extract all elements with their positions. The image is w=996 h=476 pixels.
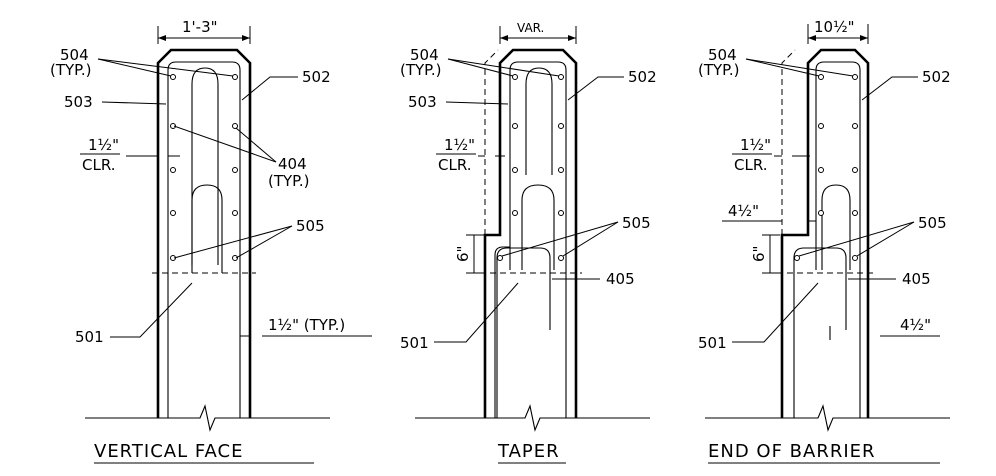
label-405: 405 bbox=[606, 270, 635, 288]
label-504-typ: (TYP.) bbox=[50, 61, 92, 79]
detail-taper: VAR. 504 (TYP.) 503 502 1½" CLR. 6" 505 … bbox=[400, 21, 657, 464]
detail-vertical-face: 1'-3" 504 (TYP.) 503 502 1½" CLR. 404 (T… bbox=[50, 18, 372, 464]
label-504: 504 bbox=[60, 46, 89, 64]
hoop-504 bbox=[525, 67, 553, 175]
bar-405 bbox=[496, 247, 551, 418]
title-vertical-face: VERTICAL FACE bbox=[94, 441, 243, 462]
longitudinal-bars bbox=[170, 74, 238, 261]
label-clr: CLR. bbox=[438, 156, 472, 174]
label-404: 404 bbox=[278, 155, 307, 173]
label-501: 501 bbox=[400, 334, 429, 352]
label-503: 503 bbox=[408, 93, 437, 111]
label-clr-value: 1½" bbox=[88, 136, 119, 154]
label-501: 501 bbox=[698, 334, 727, 352]
ground-line bbox=[705, 404, 950, 432]
hoop-505 bbox=[821, 184, 851, 270]
barrier-outline bbox=[780, 48, 870, 418]
label-504-typ: (TYP.) bbox=[400, 61, 442, 79]
hoop-504 bbox=[191, 67, 219, 265]
bar-405 bbox=[793, 247, 847, 418]
label-504-typ: (TYP.) bbox=[698, 61, 740, 79]
label-cover-typ: 1½" (TYP.) bbox=[268, 316, 345, 334]
label-clr-value: 1½" bbox=[740, 136, 771, 154]
label-501: 501 bbox=[75, 328, 104, 346]
label-503: 503 bbox=[64, 93, 93, 111]
label-clr: CLR. bbox=[82, 156, 116, 174]
label-6in: 6" bbox=[750, 246, 768, 262]
barrier-outline bbox=[156, 48, 252, 418]
longitudinal-bars bbox=[497, 74, 564, 261]
stirrup-502 bbox=[815, 61, 861, 418]
label-502: 502 bbox=[628, 68, 657, 86]
label-505: 505 bbox=[622, 214, 651, 232]
hoop-505 bbox=[191, 184, 223, 273]
label-505: 505 bbox=[918, 214, 947, 232]
label-clr-value: 1½" bbox=[444, 136, 475, 154]
label-502: 502 bbox=[302, 68, 331, 86]
label-clr: CLR. bbox=[734, 156, 768, 174]
label-405: 405 bbox=[902, 270, 931, 288]
stirrup-502 bbox=[509, 61, 567, 418]
longitudinal-bars bbox=[794, 74, 858, 261]
label-502: 502 bbox=[922, 68, 951, 86]
hoop-505 bbox=[521, 184, 555, 270]
label-4-half-b: 4½" bbox=[900, 316, 931, 334]
label-504: 504 bbox=[708, 46, 737, 64]
label-6in: 6" bbox=[454, 246, 472, 262]
title-end-of-barrier: END OF BARRIER bbox=[708, 441, 876, 462]
end-projection bbox=[781, 49, 796, 235]
label-4-half-a: 4½" bbox=[728, 202, 759, 220]
ground-line bbox=[85, 404, 330, 432]
taper-projection bbox=[484, 49, 499, 235]
label-505: 505 bbox=[296, 217, 325, 235]
barrier-outline bbox=[483, 48, 578, 418]
width-dimension: 10½" bbox=[814, 18, 855, 36]
width-dimension: 1'-3" bbox=[182, 18, 218, 36]
width-dimension: VAR. bbox=[517, 21, 544, 35]
detail-end-of-barrier: 10½" 504 (TYP.) 502 1½" CLR. 4½" 6" 505 … bbox=[698, 18, 951, 464]
title-taper: TAPER bbox=[497, 441, 560, 462]
label-404-typ: (TYP.) bbox=[268, 172, 310, 190]
stirrup-502 bbox=[167, 61, 241, 418]
label-504: 504 bbox=[410, 46, 439, 64]
ground-line bbox=[415, 404, 650, 432]
